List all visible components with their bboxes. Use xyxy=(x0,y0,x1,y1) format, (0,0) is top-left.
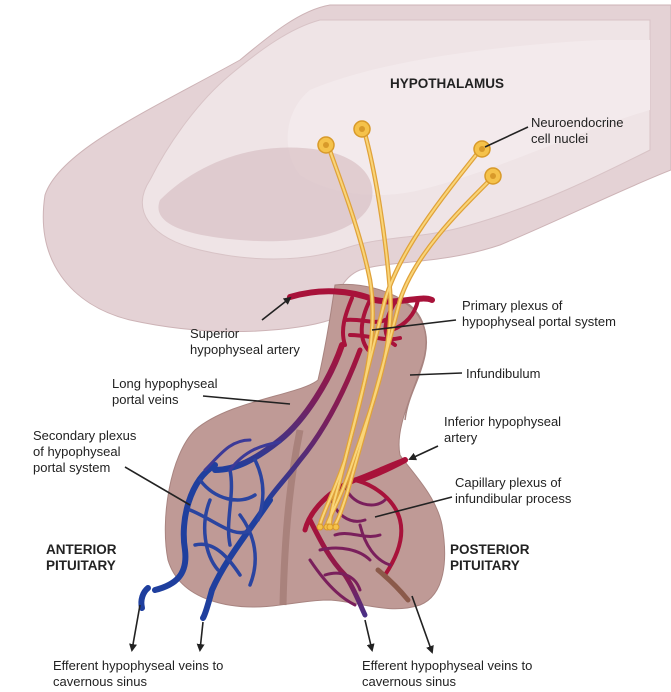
label-neuroendocrine-nuclei: Neuroendocrine cell nuclei xyxy=(531,115,624,147)
label-posterior-pituitary: POSTERIOR PITUITARY xyxy=(450,542,530,574)
label-primary-plexus: Primary plexus of hypophyseal portal sys… xyxy=(462,298,616,330)
label-infundibulum: Infundibulum xyxy=(466,366,540,382)
label-superior-hypophyseal-artery: Superior hypophyseal artery xyxy=(190,326,300,358)
label-inferior-hypophyseal-artery: Inferior hypophyseal artery xyxy=(444,414,561,446)
label-hypothalamus: HYPOTHALAMUS xyxy=(390,76,504,92)
label-anterior-pituitary: ANTERIOR PITUITARY xyxy=(46,542,117,574)
axon-terminals xyxy=(317,524,339,530)
label-secondary-plexus: Secondary plexus of hypophyseal portal s… xyxy=(33,428,136,476)
label-efferent-veins-right: Efferent hypophyseal veins to cavernous … xyxy=(362,658,532,690)
label-capillary-plexus: Capillary plexus of infundibular process xyxy=(455,475,571,507)
label-long-portal-veins: Long hypophyseal portal veins xyxy=(112,376,218,408)
label-efferent-veins-left: Efferent hypophyseal veins to cavernous … xyxy=(53,658,223,690)
hypothalamus-tissue xyxy=(43,5,671,332)
